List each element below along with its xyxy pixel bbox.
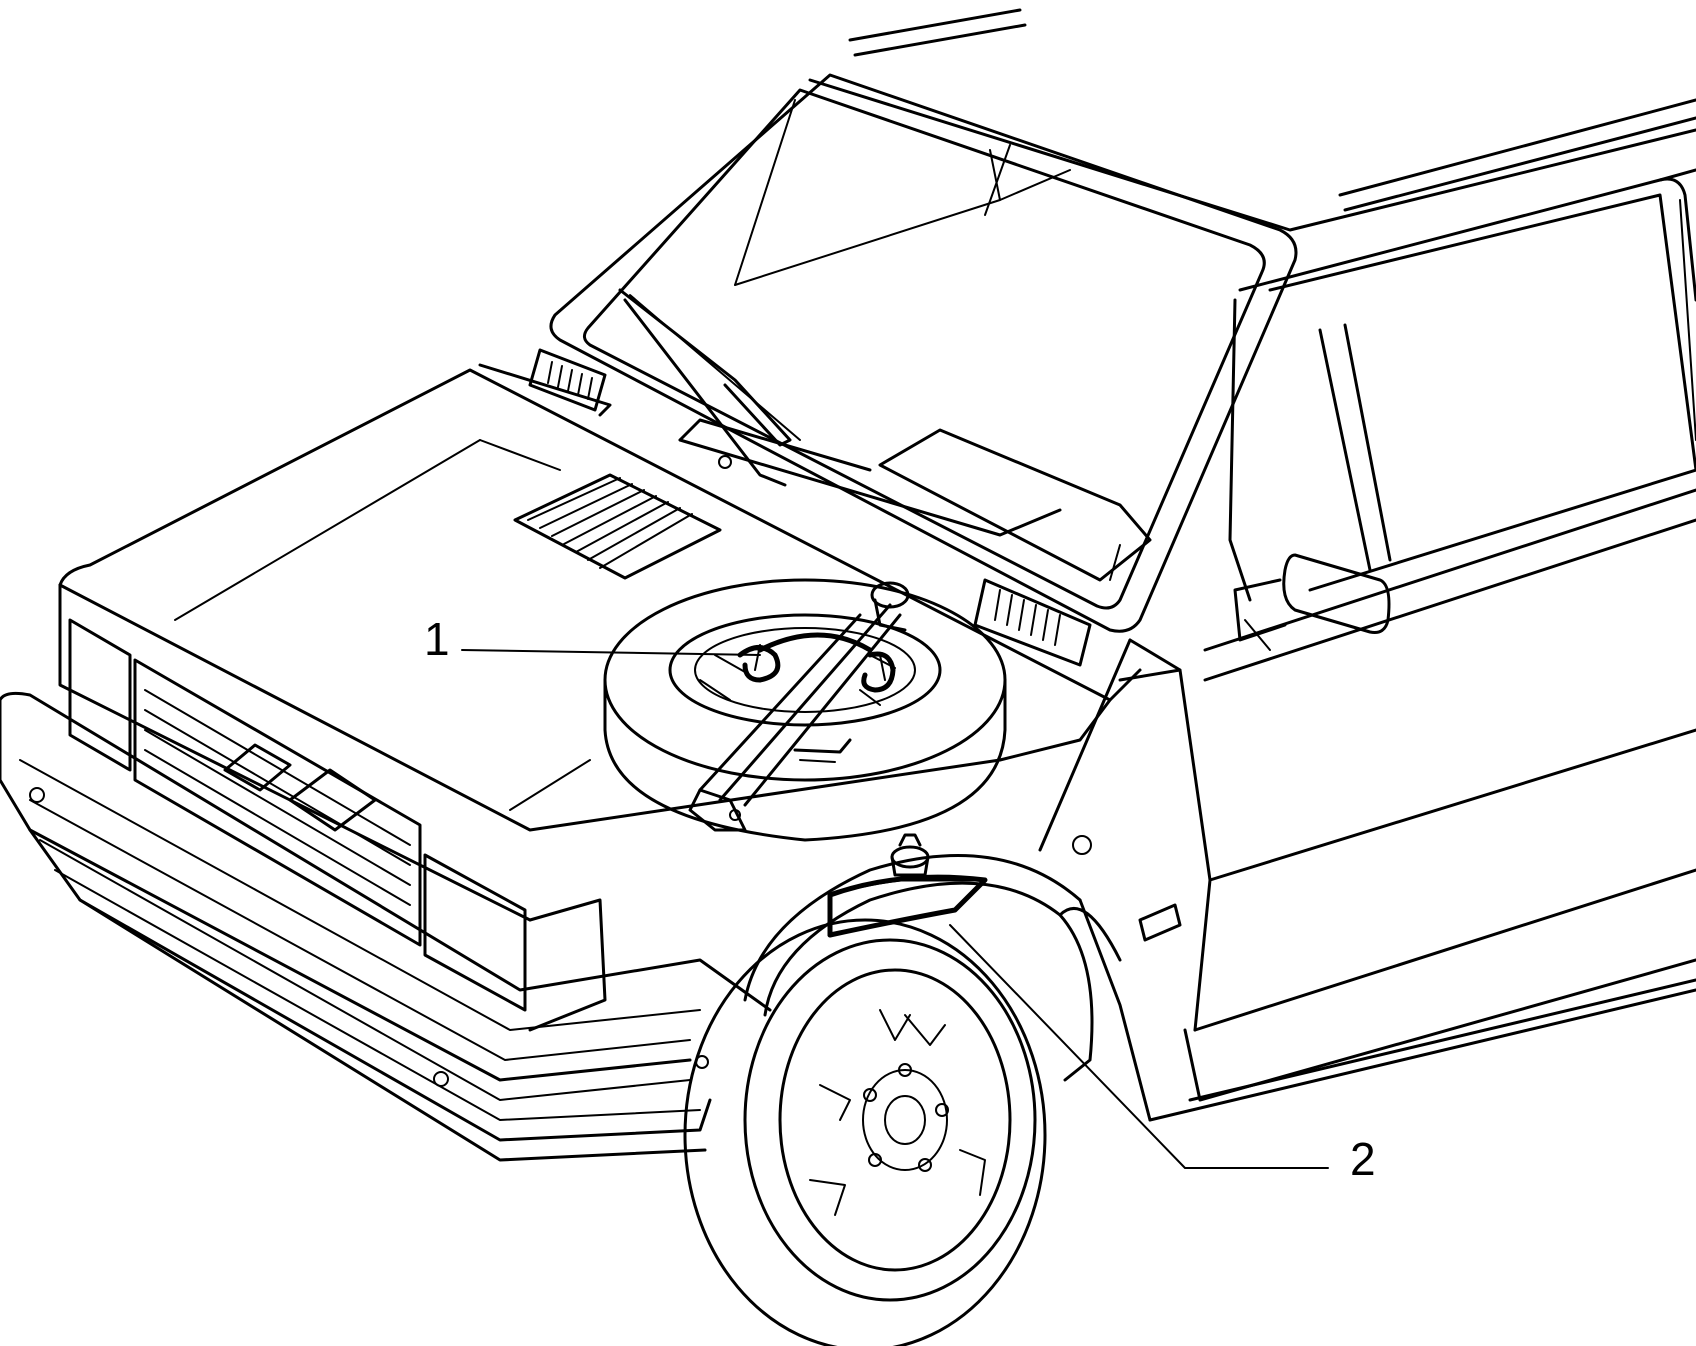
retaining-strap	[737, 632, 896, 693]
front-door	[1138, 168, 1696, 1122]
spare-wheel-assembly	[603, 578, 1007, 842]
callout-2: 2	[949, 924, 1376, 1185]
front-wheel	[683, 918, 1047, 1346]
front-bumper	[0, 691, 772, 1162]
cowl-vent-right	[973, 578, 1092, 667]
hood-vent	[513, 473, 722, 580]
headlight-right	[423, 853, 527, 1012]
fender-pad	[827, 833, 988, 938]
callout-1-label: 1	[424, 613, 450, 665]
front-grille	[133, 658, 422, 947]
car-body	[0, 8, 1696, 1162]
jack	[688, 581, 910, 832]
callout-2-label: 2	[1350, 1133, 1376, 1185]
callout-1: 1	[424, 613, 761, 665]
side-mirror	[1233, 553, 1391, 651]
cowl-vent-left	[528, 348, 607, 412]
